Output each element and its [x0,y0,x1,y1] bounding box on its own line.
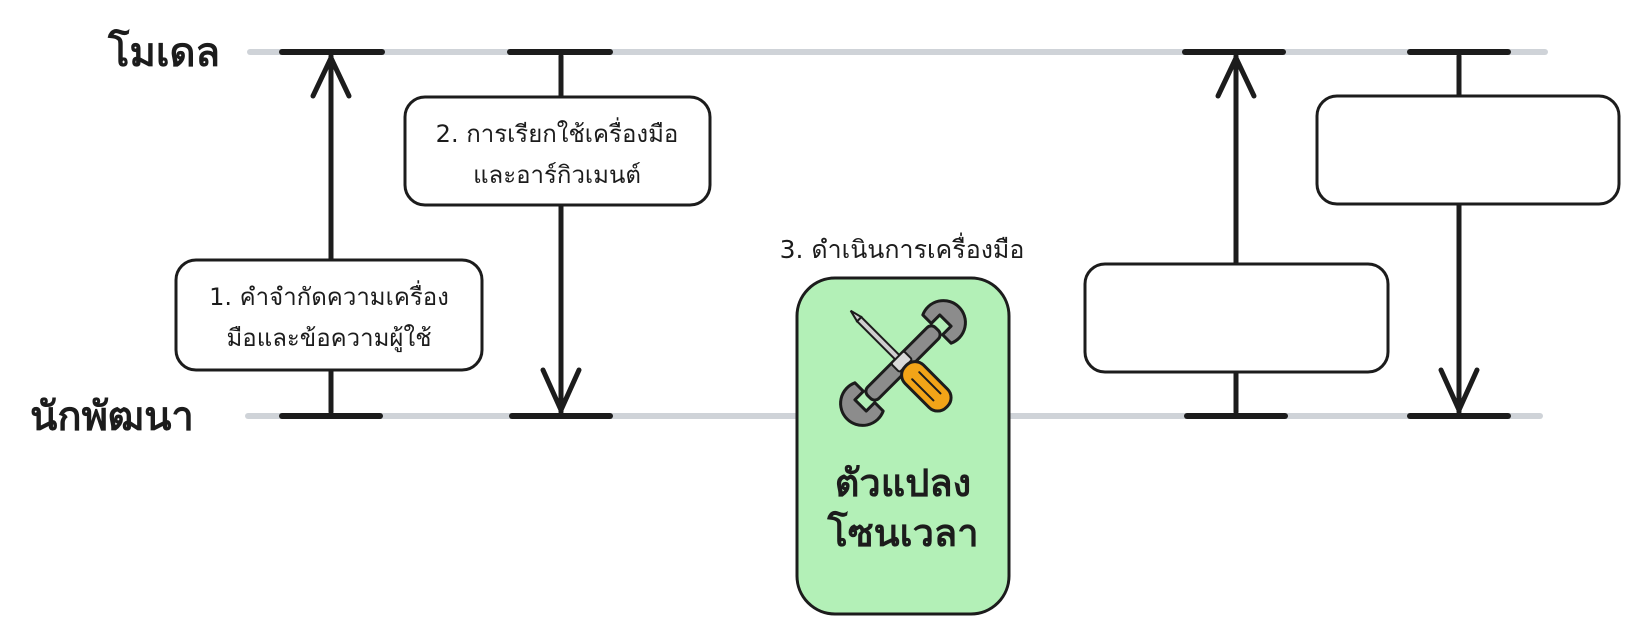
step4-box [1083,262,1390,374]
tool-name-line1: ตัวแปลง [835,461,971,505]
step2-line1: 2. การเรียกใช้เครื่องมือ [436,117,679,148]
wrench-screwdriver-icon [839,299,967,427]
tool-card: ตัวแปลง โซนเวลา [795,276,1011,616]
step2-line2: และอาร์กิวเมนต์ [473,161,641,189]
step3-title: 3. ดำเนินการเครื่องมือ [780,232,1025,264]
step1-line1: 1. คำจำกัดความเครื่อง [209,280,449,311]
arrow-down-icon [1438,367,1480,413]
arrow-down-icon [540,367,582,413]
developer-lane-label: นักพัฒนา [30,394,194,440]
step1-line2: มือและข้อความผู้ใช้ [226,324,431,353]
arrow-up-icon [310,55,352,99]
model-lane-label: โมเดล [107,29,220,76]
step1-box: 1. คำจำกัดความเครื่อง มือและข้อความผู้ใช… [174,258,484,372]
step5-box [1315,94,1621,206]
arrow-up-icon [1215,55,1257,99]
tool-name-line2: โซนเวลา [826,510,978,555]
step2-box: 2. การเรียกใช้เครื่องมือ และอาร์กิวเมนต์ [403,95,712,207]
